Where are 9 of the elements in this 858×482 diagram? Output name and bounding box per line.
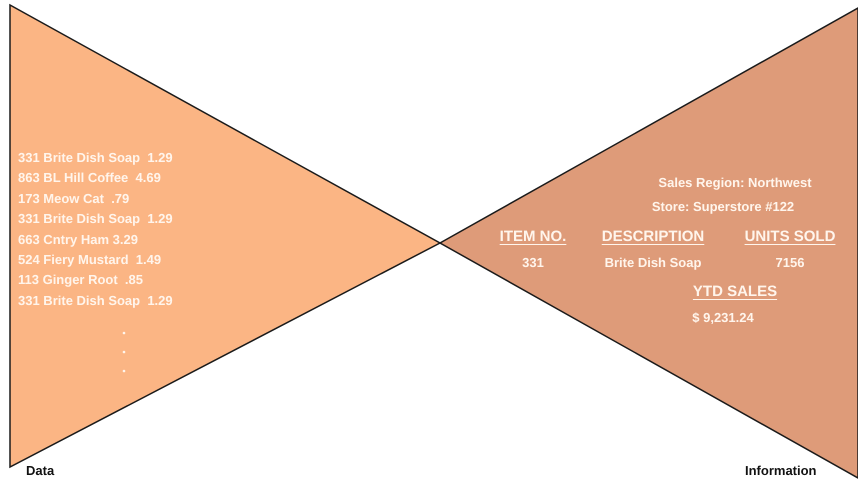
data-record: 331 Brite Dish Soap 1.29 <box>18 292 173 309</box>
data-record: 331 Brite Dish Soap 1.29 <box>18 211 173 228</box>
data-record: 113 Ginger Root .85 <box>18 272 143 288</box>
data-record: 524 Fiery Mustard 1.49 <box>18 252 162 268</box>
data-record: 173 Meow Cat .79 <box>18 190 130 207</box>
data-record: 331 Brite Dish Soap 1.29 <box>18 150 173 166</box>
data-record: 863 BL Hill Coffee 4.69 <box>18 170 161 186</box>
data-record: 663 Cntry Ham 3.29 <box>18 232 138 248</box>
caption-label: Data <box>26 463 54 478</box>
